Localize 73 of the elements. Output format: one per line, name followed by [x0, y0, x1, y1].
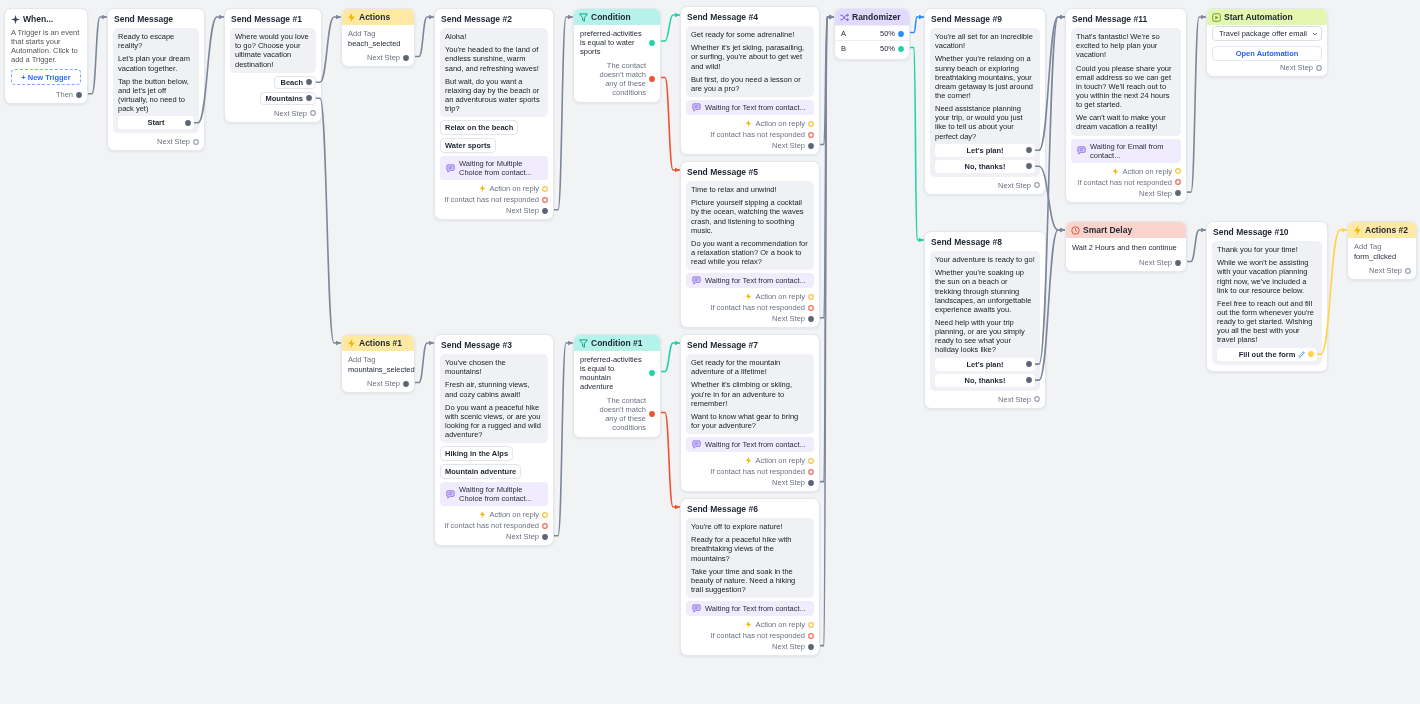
waiting-box [440, 156, 548, 181]
message-card [107, 8, 205, 152]
message-bubble [930, 251, 1040, 391]
condition-card [573, 334, 661, 438]
message-card [680, 6, 820, 156]
action-card [341, 334, 415, 393]
connector [909, 46, 925, 243]
connector [660, 340, 681, 373]
action-card [341, 8, 415, 67]
card-title: Send Message #6 [687, 504, 758, 515]
card-title: Condition [591, 11, 631, 23]
trigger-card [4, 8, 88, 105]
connector [819, 14, 835, 647]
card-title: Send Message #4 [687, 12, 758, 23]
condition-card [573, 8, 661, 103]
waiting-box [1071, 138, 1181, 163]
card-title: Condition #1 [591, 337, 643, 349]
card-title: Send Message #7 [687, 340, 758, 351]
message-card [1065, 8, 1187, 203]
waiting-box [440, 482, 548, 507]
connector [1186, 227, 1207, 263]
connector [193, 14, 225, 124]
connector [553, 340, 574, 537]
card-title: Send Message #5 [687, 167, 758, 178]
card-title: Send Message #8 [931, 237, 1002, 248]
waiting-box [686, 601, 814, 617]
connector [414, 14, 435, 58]
card-title: Actions #2 [1365, 224, 1408, 236]
waiting-box [686, 437, 814, 453]
waiting-box [686, 100, 814, 116]
message-card [924, 231, 1046, 409]
randomizer-card [834, 8, 910, 60]
message-bubble [1212, 241, 1322, 365]
connector [660, 411, 681, 510]
message-card [434, 8, 554, 221]
message-bubble [930, 28, 1040, 177]
connector [1034, 227, 1066, 381]
action-card [1347, 221, 1417, 280]
connector [1316, 227, 1348, 355]
card-title: Send Message #1 [231, 14, 302, 25]
message-card [224, 8, 322, 123]
connector [660, 76, 681, 173]
card-title: Randomizer [852, 11, 901, 23]
card-title: Smart Delay [1083, 224, 1133, 236]
message-bubble [113, 28, 199, 134]
message-card [680, 498, 820, 657]
card-title: When... [23, 14, 54, 25]
card-title: Actions #1 [359, 337, 402, 349]
connector [315, 14, 342, 84]
connector [87, 14, 108, 95]
card-title: Send Message #10 [1213, 227, 1289, 238]
waiting-box [686, 273, 814, 289]
message-card [680, 334, 820, 493]
connector [1186, 14, 1207, 193]
connector [553, 14, 574, 211]
connector [1034, 14, 1066, 365]
connector [315, 97, 342, 346]
connector [660, 12, 681, 42]
automation-card [1206, 8, 1328, 77]
card-title: Send Message #11 [1072, 14, 1148, 25]
message-card [680, 161, 820, 329]
card-title: Send Message #2 [441, 14, 512, 25]
connector [909, 14, 925, 34]
card-title: Send Message #9 [931, 14, 1002, 25]
message-card [924, 8, 1046, 195]
card-title: Start Automation [1224, 11, 1293, 23]
connector [414, 340, 435, 384]
card-title: Send Message [114, 14, 174, 25]
message-card [1206, 221, 1328, 372]
card-title: Actions [359, 11, 391, 23]
message-card [434, 334, 554, 547]
card-title: Send Message #3 [441, 340, 512, 351]
delay-card [1065, 221, 1187, 272]
